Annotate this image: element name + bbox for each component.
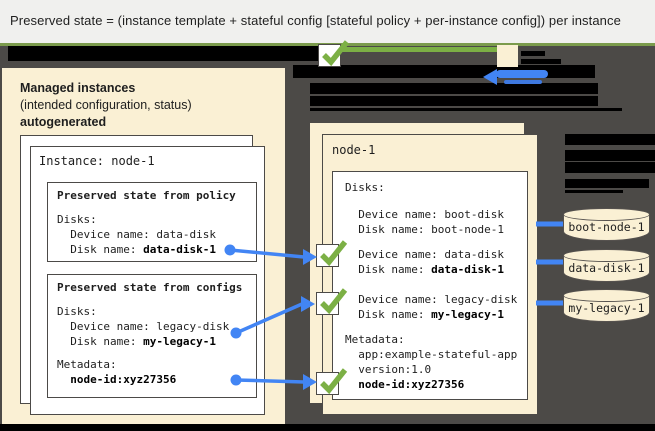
redacted-text-bar — [565, 150, 655, 161]
disk-name-line: Disk name: data-disk-1 — [345, 262, 527, 277]
data-disk-checkbox — [316, 240, 348, 267]
device-name-line: Device name: legacy-disk — [57, 320, 230, 333]
configs-box-title: Preserved state from configs — [57, 281, 243, 294]
bottom-border — [0, 424, 655, 431]
green-checkmark-icon — [320, 368, 348, 395]
redacted-text-bar — [521, 59, 561, 64]
legacy-disk-checkbox — [316, 288, 348, 315]
title-band: Preserved state = (instance template + s… — [0, 0, 655, 43]
managed-instances-heading: Managed instances (intended configuratio… — [20, 80, 192, 131]
disk-name-line: Disk name: my-legacy-1 — [57, 334, 247, 349]
blue-arrow-icon — [483, 69, 497, 85]
disks-label: Disks: — [57, 213, 97, 226]
redacted-text-bar — [521, 51, 545, 56]
heading-line-bold: Managed instances — [20, 81, 136, 95]
disk-name-line: Disk name: data-disk-1 — [57, 242, 247, 257]
redacted-text-bar — [565, 190, 623, 193]
disk-name-label: Disk name: — [57, 243, 144, 256]
cream-disk-swatch — [497, 45, 518, 67]
metadata-label: Metadata: — [345, 333, 405, 346]
disk-cylinder-legacy: my-legacy-1 — [563, 289, 650, 322]
blue-arrow-line — [496, 70, 548, 78]
blue-arrow-line — [504, 80, 542, 84]
disks-label: Disks: — [57, 305, 97, 318]
preserved-state-configs-box: Preserved state from configs Disks: Devi… — [47, 274, 257, 398]
disk-label: data-disk-1 — [568, 261, 645, 275]
cylinder-top — [563, 249, 650, 262]
legend-checkbox — [318, 40, 350, 67]
instance-title: Instance: node-1 — [39, 154, 155, 168]
vm-title: node-1 — [332, 143, 376, 157]
metadata-label: Metadata: — [57, 358, 117, 371]
cylinder-top — [563, 208, 650, 221]
policy-box-title: Preserved state from policy — [57, 189, 236, 202]
disk-cylinder-boot: boot-node-1 — [563, 208, 650, 241]
metadata-bold-value: node-id:xyz27356 — [57, 373, 177, 386]
redacted-text-bar — [310, 96, 598, 106]
redacted-text-bar — [8, 46, 318, 61]
heading-line-bold: autogenerated — [20, 115, 107, 129]
metadata-value: node-id:xyz27356 — [57, 372, 247, 387]
redacted-text-bar — [565, 179, 649, 188]
redacted-text-bar — [556, 69, 590, 74]
metadata-checkbox — [316, 368, 348, 395]
disk-name-value: data-disk-1 — [143, 243, 216, 256]
metadata-app-line: app:example-stateful-app — [345, 348, 518, 361]
diagram-title: Preserved state = (instance template + s… — [10, 13, 621, 28]
metadata-version-line: version:1.0 — [345, 363, 432, 376]
device-name-line: Device name: data-disk — [345, 248, 504, 261]
device-name-line: Device name: legacy-disk — [345, 293, 518, 306]
green-checkmark-icon — [320, 240, 348, 267]
cylinder-top — [563, 289, 650, 302]
redacted-text-bar — [565, 134, 655, 145]
disk-name-line: Disk name: my-legacy-1 — [345, 307, 527, 322]
disk-name-label: Disk name: — [57, 335, 144, 348]
disk-name-value: data-disk-1 — [431, 263, 504, 276]
green-checkmark-icon — [320, 288, 348, 315]
green-checkmark-icon — [322, 40, 350, 67]
disk-label: boot-node-1 — [568, 220, 645, 234]
disk-cylinder-data: data-disk-1 — [563, 249, 650, 282]
legend-green-line — [341, 47, 497, 52]
device-name-line: Device name: data-disk — [57, 228, 216, 241]
redacted-text-bar — [310, 83, 598, 94]
heading-line-sub: (intended configuration, status) — [20, 98, 192, 112]
disk-name-value: my-legacy-1 — [431, 308, 504, 321]
redacted-text-bar — [310, 108, 622, 111]
disk-label: my-legacy-1 — [568, 301, 645, 315]
device-name-line: Device name: boot-disk — [345, 208, 504, 221]
redacted-text-bar — [565, 162, 655, 173]
metadata-node-line: node-id:xyz27356 — [345, 377, 527, 392]
disks-label: Disks: — [345, 181, 385, 194]
vm-disks-box: Disks: Device name: boot-disk Disk name:… — [332, 171, 528, 400]
disk-name-value: my-legacy-1 — [143, 335, 216, 348]
disk-name-label: Disk name: — [345, 263, 432, 276]
disk-name-label: Disk name: — [345, 308, 432, 321]
preserved-state-policy-box: Preserved state from policy Disks: Devic… — [47, 182, 257, 262]
disk-name-line: Disk name: boot-node-1 — [345, 223, 504, 236]
metadata-bold-value: node-id:xyz27356 — [358, 378, 465, 391]
